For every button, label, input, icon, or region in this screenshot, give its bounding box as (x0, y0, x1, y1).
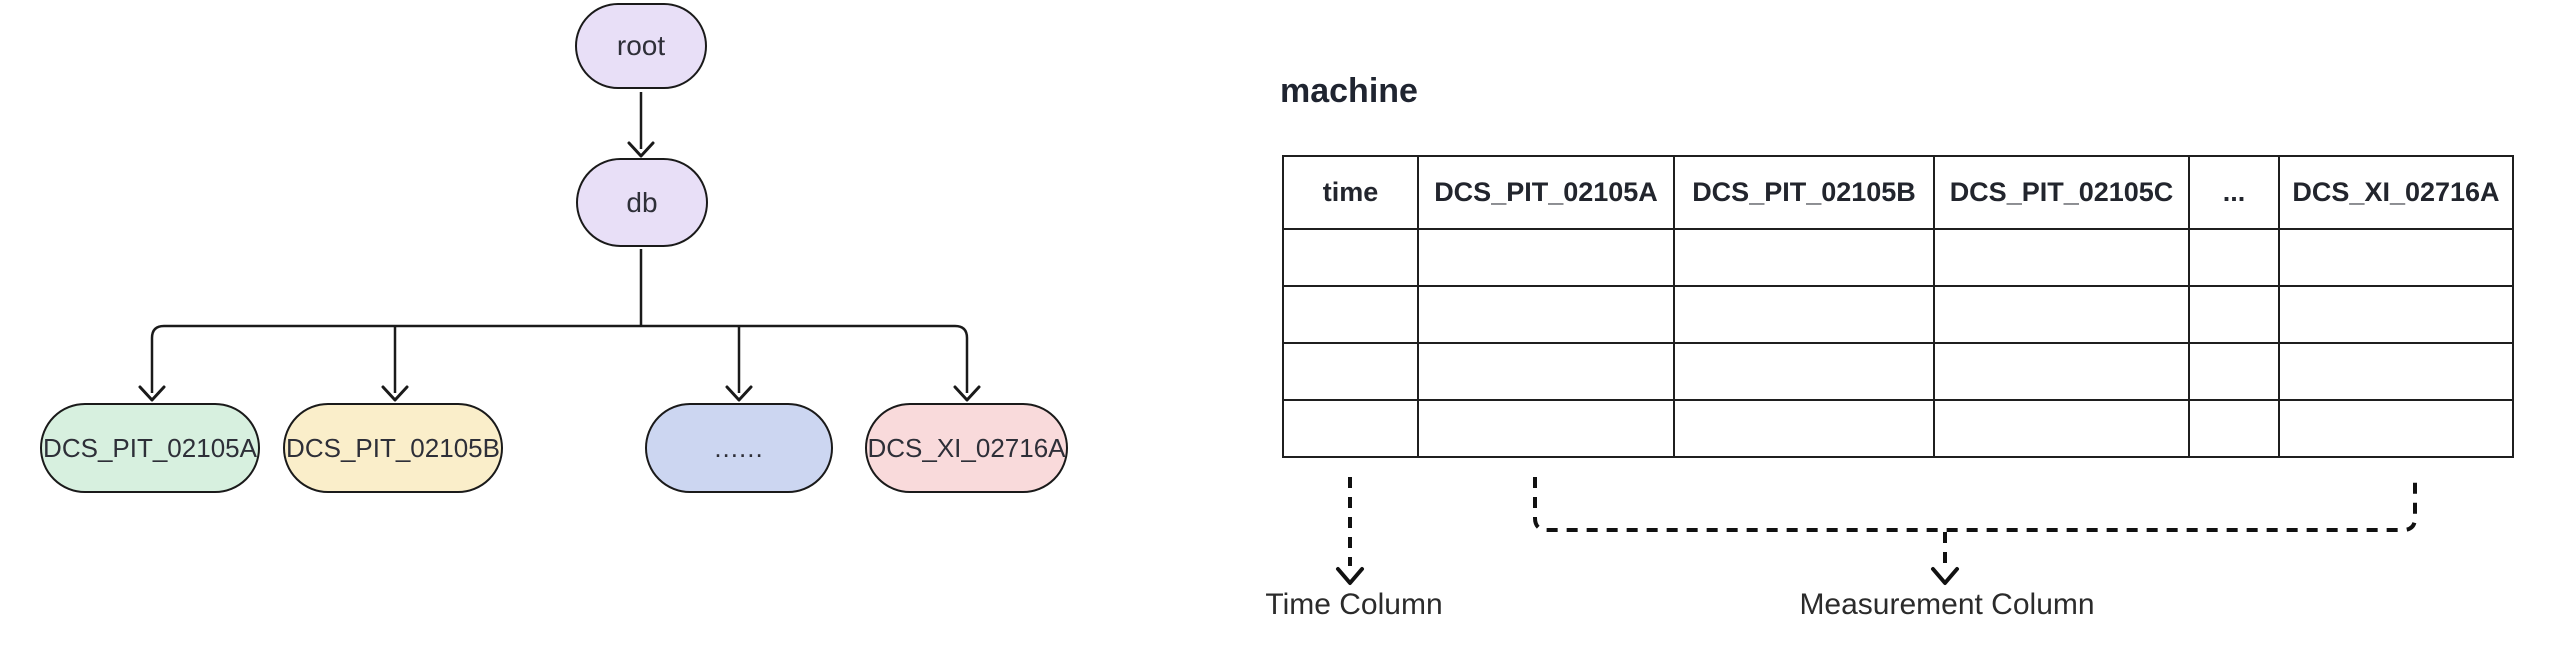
tree-node-dcs-xi-02716a-label: DCS_XI_02716A (867, 432, 1066, 463)
table-empty-cell (1417, 285, 1675, 344)
table-empty-row (1282, 285, 2514, 344)
table-empty-cell (1282, 285, 1419, 344)
table-header-row: time DCS_PIT_02105A DCS_PIT_02105B DCS_P… (1282, 155, 2514, 230)
table-empty-cell (2188, 285, 2280, 344)
arrowhead-measurement-callout (1931, 567, 1959, 585)
table-empty-cell (2188, 228, 2280, 287)
arrowhead-leaf1 (138, 385, 166, 402)
arrowhead-leaf4 (953, 385, 981, 402)
tree-node-root: root (575, 3, 707, 89)
machine-table: time DCS_PIT_02105A DCS_PIT_02105B DCS_P… (1282, 155, 2514, 458)
table-empty-cell (1673, 285, 1935, 344)
table-empty-cell (2188, 399, 2280, 458)
tree-node-dcs-pit-02105b-label: DCS_PIT_02105B (286, 432, 500, 463)
table-empty-row (1282, 342, 2514, 401)
tree-node-dcs-pit-02105b: DCS_PIT_02105B (283, 403, 503, 493)
table-empty-cell (1282, 342, 1419, 401)
column-header-dcs-xi-02716a: DCS_XI_02716A (2278, 155, 2514, 230)
column-header-dcs-pit-02105c: DCS_PIT_02105C (1933, 155, 2190, 230)
tree-edges (150, 92, 969, 393)
column-header-ellipsis: ... (2188, 155, 2280, 230)
table-empty-cell (1673, 228, 1935, 287)
table-empty-cell (1282, 228, 1419, 287)
callout-arrowheads (1336, 567, 1959, 585)
tree-node-db-label: db (626, 186, 658, 218)
table-empty-cell (2278, 285, 2514, 344)
table-empty-cell (1417, 399, 1675, 458)
tree-node-dcs-pit-02105a: DCS_PIT_02105A (40, 403, 260, 493)
callout-dashed-lines (1348, 477, 2417, 566)
table-empty-cell (2188, 342, 2280, 401)
table-empty-cell (1933, 285, 2190, 344)
tree-arrowheads (138, 141, 981, 402)
edge-branch-rail (150, 324, 969, 393)
time-column-label: Time Column (1265, 588, 1443, 621)
table-empty-cell (1417, 342, 1675, 401)
table-empty-cell (2278, 342, 2514, 401)
table-empty-cell (1417, 228, 1675, 287)
tree-node-dcs-pit-02105a-label: DCS_PIT_02105A (43, 432, 257, 463)
measurement-column-label: Measurement Column (1799, 588, 2095, 621)
table-empty-row (1282, 228, 2514, 287)
table-body (1282, 228, 2514, 458)
tree-node-root-label: root (616, 30, 666, 61)
tree-node-ellipsis-label: ...... (714, 432, 764, 463)
table-title: machine (1280, 72, 1418, 110)
column-header-dcs-pit-02105a: DCS_PIT_02105A (1417, 155, 1675, 230)
table-empty-cell (2278, 399, 2514, 458)
column-header-dcs-pit-02105b: DCS_PIT_02105B (1673, 155, 1935, 230)
arrowhead-db (627, 141, 655, 158)
table-empty-cell (2278, 228, 2514, 287)
column-header-time: time (1282, 155, 1419, 230)
table-empty-cell (1933, 228, 2190, 287)
tree-node-db: db (576, 158, 708, 247)
tree-node-dcs-xi-02716a: DCS_XI_02716A (865, 403, 1068, 493)
measurement-bracket (1533, 477, 2417, 532)
table-empty-cell (1673, 399, 1935, 458)
table-empty-cell (1673, 342, 1935, 401)
table-empty-cell (1933, 342, 2190, 401)
table-empty-row (1282, 399, 2514, 458)
arrowhead-leaf3 (725, 385, 753, 402)
table-empty-cell (1933, 399, 2190, 458)
arrowhead-time-callout (1336, 567, 1364, 585)
arrowhead-leaf2 (381, 385, 409, 402)
table-empty-cell (1282, 399, 1419, 458)
tree-node-ellipsis: ...... (645, 403, 833, 493)
